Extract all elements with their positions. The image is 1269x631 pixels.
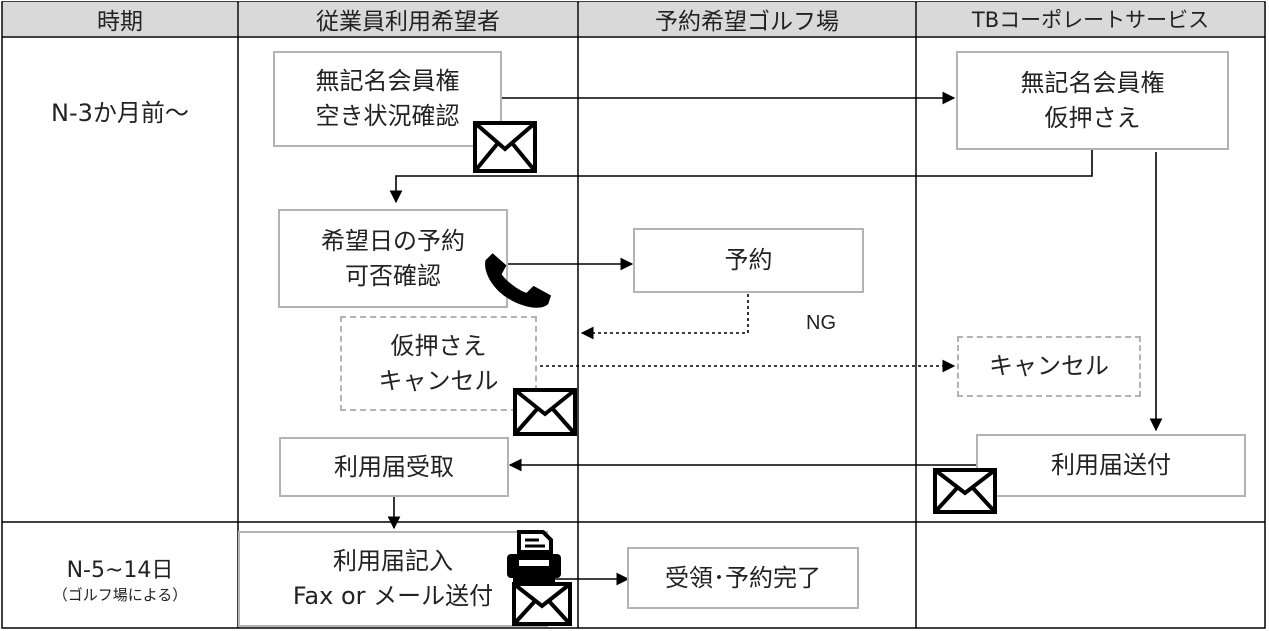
node-check-availability-line2: 空き状況確認 (315, 102, 460, 130)
period-n-3-months: N-3か月前～ (51, 98, 189, 127)
period-n-5-14-days-main: N-5~14日 (66, 557, 174, 583)
node-receipt-complete: 受領･予約完了 (627, 547, 859, 609)
node-date-availability-line1: 希望日の予約 (321, 226, 465, 255)
period-n-5-14-days: N-5~14日 （ゴルフ場による） (3, 548, 237, 608)
node-receive-form: 利用届受取 (279, 437, 509, 497)
header-golf-course: 予約希望ゴルフ場 (579, 2, 915, 36)
envelope-icon (513, 388, 577, 436)
connectors (387, 91, 1163, 586)
header-period: 時期 (3, 2, 237, 36)
node-provisional-hold-line2: 仮押さえ (1044, 103, 1141, 132)
node-cancel-hold-request-line1: 仮押さえ (390, 331, 487, 360)
arrow-ng-back (580, 294, 749, 340)
fax-icon (507, 530, 561, 584)
node-provisional-hold: 無記名会員権 仮押さえ (956, 51, 1229, 150)
node-cancel-hold-request: 仮押さえ キャンセル (340, 316, 537, 411)
period-n-5-14-days-note: （ゴルフ場による） (52, 585, 188, 604)
node-fill-and-send-form-line1: 利用届記入 (333, 547, 453, 576)
envelope-icon (512, 582, 572, 626)
node-cancel-hold-request-line2: キャンセル (378, 366, 499, 395)
node-cancel: キャンセル (957, 336, 1141, 397)
header-employee: 従業員利用希望者 (239, 2, 577, 36)
node-fill-and-send-form: 利用届記入 Fax or メール送付 (238, 531, 548, 627)
node-fill-and-send-form-line2: Fax or メール送付 (292, 582, 494, 610)
envelope-icon (933, 468, 997, 514)
node-reservation: 予約 (633, 228, 864, 293)
edge-label-ng: NG (806, 312, 836, 334)
node-date-availability: 希望日の予約 可否確認 (278, 209, 508, 308)
envelope-icon (473, 121, 537, 173)
arrow-hold-to-date (389, 150, 1093, 204)
node-check-availability: 無記名会員権 空き状況確認 (273, 51, 502, 147)
node-provisional-hold-line1: 無記名会員権 (1020, 68, 1165, 97)
node-date-availability-line2: 可否確認 (345, 261, 441, 290)
node-check-availability-line1: 無記名会員権 (315, 67, 460, 96)
phone-icon (485, 253, 552, 308)
node-send-form: 利用届送付 (976, 434, 1246, 497)
header-tb-corporate: TBコーポレートサービス (917, 2, 1264, 36)
